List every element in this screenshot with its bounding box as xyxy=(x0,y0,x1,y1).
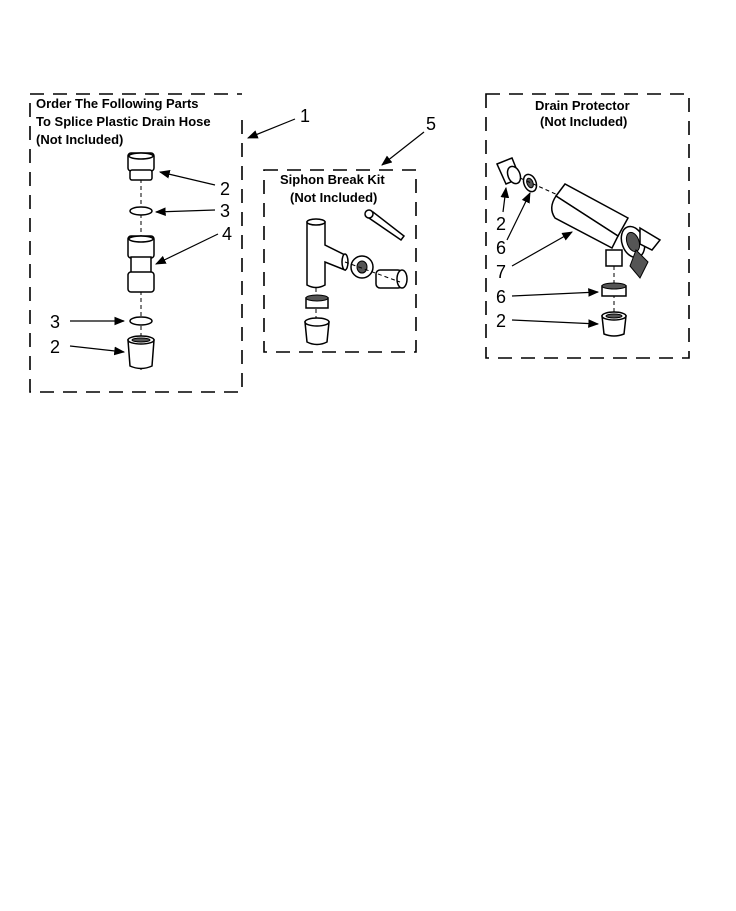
leader-splice-2-top xyxy=(158,170,216,186)
callout-drain-6-bottom: 6 xyxy=(496,287,506,307)
splice-title-line1: Order The Following Parts xyxy=(36,96,199,111)
leader-siphon-kit xyxy=(381,131,425,166)
siphon-title-line2: (Not Included) xyxy=(290,190,377,205)
leader-splice-2-bottom xyxy=(69,345,126,356)
callout-drain-2-top: 2 xyxy=(496,214,506,234)
siphon-kit-border xyxy=(263,169,417,353)
siphon-cup xyxy=(304,317,330,346)
siphon-ring xyxy=(305,294,329,309)
drain-body xyxy=(551,183,662,279)
drain-ring-bottom xyxy=(601,282,627,297)
callout-splice-2-top: 2 xyxy=(220,179,230,199)
siphon-nut xyxy=(350,255,374,279)
callout-splice-3-top: 3 xyxy=(220,201,230,221)
drain-cap-top xyxy=(495,157,522,185)
drain-protector-border xyxy=(485,93,690,359)
drain-axis-top xyxy=(519,177,561,197)
splice-title-line3: (Not Included) xyxy=(36,132,123,147)
leader-drain-6-top xyxy=(506,192,531,241)
leader-drain-2-bottom xyxy=(511,319,600,328)
splice-title-line2: To Splice Plastic Drain Hose xyxy=(36,114,211,129)
callout-splice-3-bottom: 3 xyxy=(50,312,60,332)
leader-splice-3-top xyxy=(154,207,216,216)
splice-coupling-bottom xyxy=(127,335,155,370)
siphon-pin xyxy=(364,209,406,242)
drain-protector-box: Drain Protector (Not Included) xyxy=(485,93,690,359)
splice-clamp-top xyxy=(129,206,153,216)
leader-drain-6-bottom xyxy=(511,288,600,297)
leader-splice-4 xyxy=(155,233,219,265)
leader-drain-2-top xyxy=(500,186,510,213)
drain-title-line1: Drain Protector xyxy=(535,98,630,113)
leader-drain-7 xyxy=(511,231,573,267)
siphon-axis-horizontal xyxy=(344,261,401,283)
callout-siphon-kit: 5 xyxy=(426,114,436,134)
splice-kit-border xyxy=(29,93,243,393)
drain-ring-top xyxy=(522,173,538,193)
callout-splice-kit: 1 xyxy=(300,106,310,126)
siphon-title-line1: Siphon Break Kit xyxy=(280,172,385,187)
siphon-adapter xyxy=(375,269,408,289)
callout-drain-2-bottom: 2 xyxy=(496,311,506,331)
drain-title-line2: (Not Included) xyxy=(540,114,627,129)
leader-splice-kit xyxy=(246,118,296,139)
splice-kit-box: Order The Following Parts To Splice Plas… xyxy=(29,93,310,393)
splice-connector xyxy=(127,235,155,293)
drain-cup-bottom xyxy=(601,311,627,337)
callout-splice-2-bottom: 2 xyxy=(50,337,60,357)
splice-coupling-top xyxy=(127,152,155,181)
callout-drain-6-top: 6 xyxy=(496,238,506,258)
siphon-tee xyxy=(306,218,349,289)
siphon-kit-box: Siphon Break Kit (Not Included) xyxy=(263,114,436,353)
callout-drain-7: 7 xyxy=(496,262,506,282)
callout-splice-4: 4 xyxy=(222,224,232,244)
splice-clamp-bottom xyxy=(129,316,153,326)
